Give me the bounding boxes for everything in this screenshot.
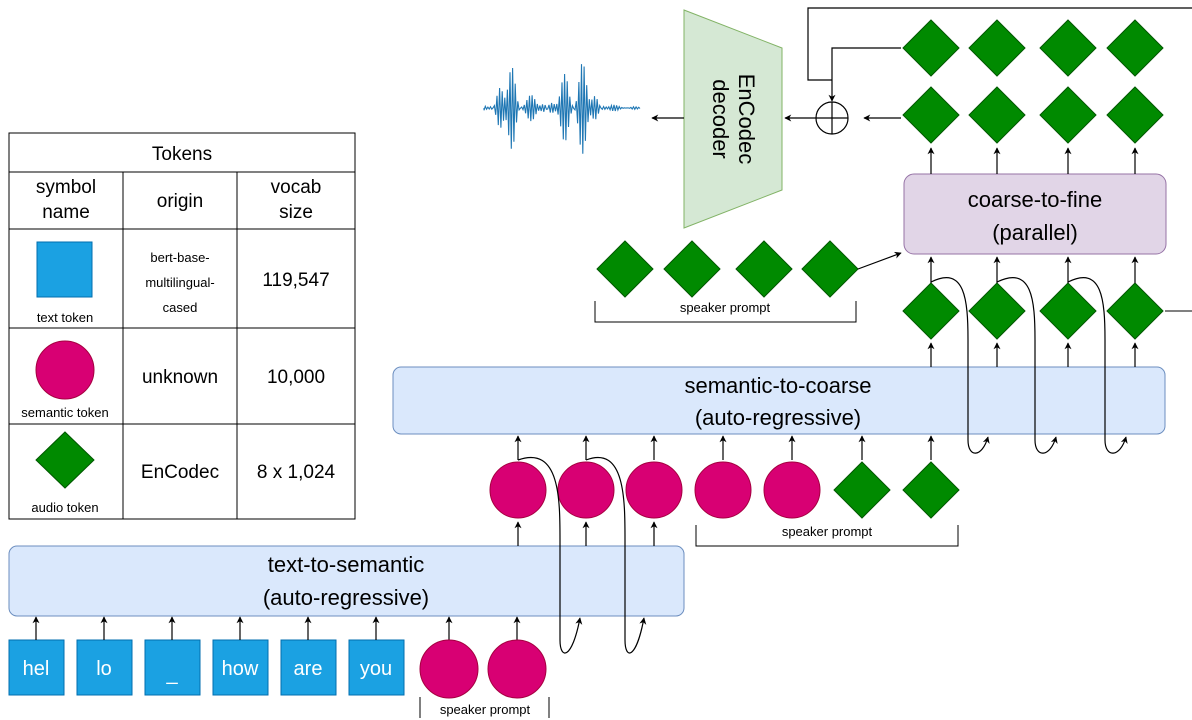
legend-origin-line: EnCodec — [141, 462, 219, 483]
block-title: text-to-semantic — [268, 552, 425, 577]
semantic-token — [694, 461, 752, 519]
encodec-decoder-block — [683, 9, 783, 229]
arrow-icon — [927, 256, 1139, 283]
audio-token — [968, 19, 1026, 77]
audio-token — [902, 86, 960, 144]
legend-vocab-value: 119,547 — [262, 270, 329, 291]
audio-token — [735, 240, 793, 298]
speaker-prompt-bracket — [594, 301, 857, 323]
block-title: coarse-to-fine — [968, 187, 1103, 212]
legend-vocab-value: 10,000 — [267, 367, 325, 388]
block-title: semantic-to-coarse — [684, 373, 871, 398]
legend-origin-line: unknown — [142, 367, 218, 388]
legend-vocab-value: 8 x 1,024 — [257, 462, 336, 483]
autoregressive-feedback — [930, 277, 1128, 454]
legend-header-symbol-name: symbol name — [36, 177, 96, 223]
text-token — [280, 639, 337, 696]
audio-token — [902, 19, 960, 77]
audio-token — [1039, 19, 1097, 77]
semantic-token — [489, 461, 547, 519]
semantic-token-row — [489, 461, 960, 519]
audio-token — [801, 240, 859, 298]
waveform-icon — [483, 64, 641, 154]
audio-token — [1039, 86, 1097, 144]
legend-origin-line: bert-base- — [150, 250, 209, 265]
legend-header-line: name — [42, 202, 90, 223]
text-token-label: hel — [23, 658, 50, 680]
sum-connections — [807, 7, 1192, 122]
legend-origin-line: multilingual- — [145, 275, 214, 290]
decoder-title: EnCodec — [734, 74, 759, 165]
speaker-prompt-audio-row — [596, 240, 859, 298]
autoregressive-feedback — [517, 457, 647, 654]
audio-token — [663, 240, 721, 298]
speaker-prompt-label: speaker prompt — [440, 702, 531, 717]
speaker-prompt-bracket — [419, 697, 550, 718]
legend-table — [8, 132, 356, 520]
audio-token — [1106, 19, 1164, 77]
legend-header-line: size — [279, 202, 313, 223]
text-token — [212, 639, 269, 696]
arrow-icon — [514, 521, 658, 546]
speaker-prompt-label: speaker prompt — [680, 300, 771, 315]
fine-token-grid — [902, 19, 1164, 144]
arrow-icon — [927, 147, 1139, 174]
legend-symbol-label: semantic token — [21, 405, 108, 420]
audio-token — [1106, 282, 1164, 340]
audio-token — [833, 461, 891, 519]
semantic-token — [557, 461, 615, 519]
legend-symbol-label: text token — [37, 310, 93, 325]
semantic-token — [763, 461, 821, 519]
coarse-to-fine-block — [903, 173, 1167, 255]
legend-title: Tokens — [152, 144, 212, 165]
text-token — [76, 639, 133, 696]
text-token-row: hel lo _ how are you — [8, 639, 405, 696]
legend-semantic-token-circle — [35, 340, 95, 400]
semantic-token — [625, 461, 683, 519]
audio-token — [902, 461, 960, 519]
coarse-token-row — [902, 282, 1164, 340]
audio-token — [902, 282, 960, 340]
legend-text-token-square — [36, 241, 93, 298]
audio-token — [968, 282, 1026, 340]
semantic-token — [487, 639, 547, 699]
block-subtitle: (auto-regressive) — [695, 405, 861, 430]
semantic-to-coarse-block — [392, 366, 1166, 435]
arrow-icon — [927, 342, 1139, 367]
text-token-label: how — [222, 658, 259, 680]
legend-header-line: vocab — [271, 177, 322, 198]
audio-token — [1106, 86, 1164, 144]
audio-token — [596, 240, 654, 298]
text-token-label: lo — [96, 658, 112, 680]
text-token-label: you — [360, 658, 392, 680]
block-subtitle: (parallel) — [992, 220, 1078, 245]
text-token-label: _ — [165, 663, 178, 685]
legend-header-line: symbol — [36, 177, 96, 198]
audio-token — [1039, 282, 1097, 340]
legend-header-origin: origin — [157, 191, 203, 212]
legend-origin-line: cased — [163, 300, 198, 315]
decoder-subtitle: decoder — [708, 79, 733, 159]
arrow-icon — [514, 435, 935, 460]
block-subtitle: (auto-regressive) — [263, 585, 429, 610]
audio-token — [968, 86, 1026, 144]
text-token — [348, 639, 405, 696]
legend-header-vocab-size: vocab size — [271, 177, 322, 223]
legend-audio-token-diamond — [35, 431, 95, 489]
arrow-icon — [32, 616, 521, 640]
semantic-token — [419, 639, 479, 699]
text-token — [144, 639, 201, 696]
speaker-prompt-label: speaker prompt — [782, 524, 873, 539]
legend-symbol-label: audio token — [31, 500, 98, 515]
arrow-icon — [857, 251, 902, 270]
text-token-label: are — [294, 658, 323, 680]
speaker-prompt-bracket — [695, 525, 959, 547]
sum-icon — [815, 101, 849, 135]
text-to-semantic-block — [8, 545, 685, 617]
